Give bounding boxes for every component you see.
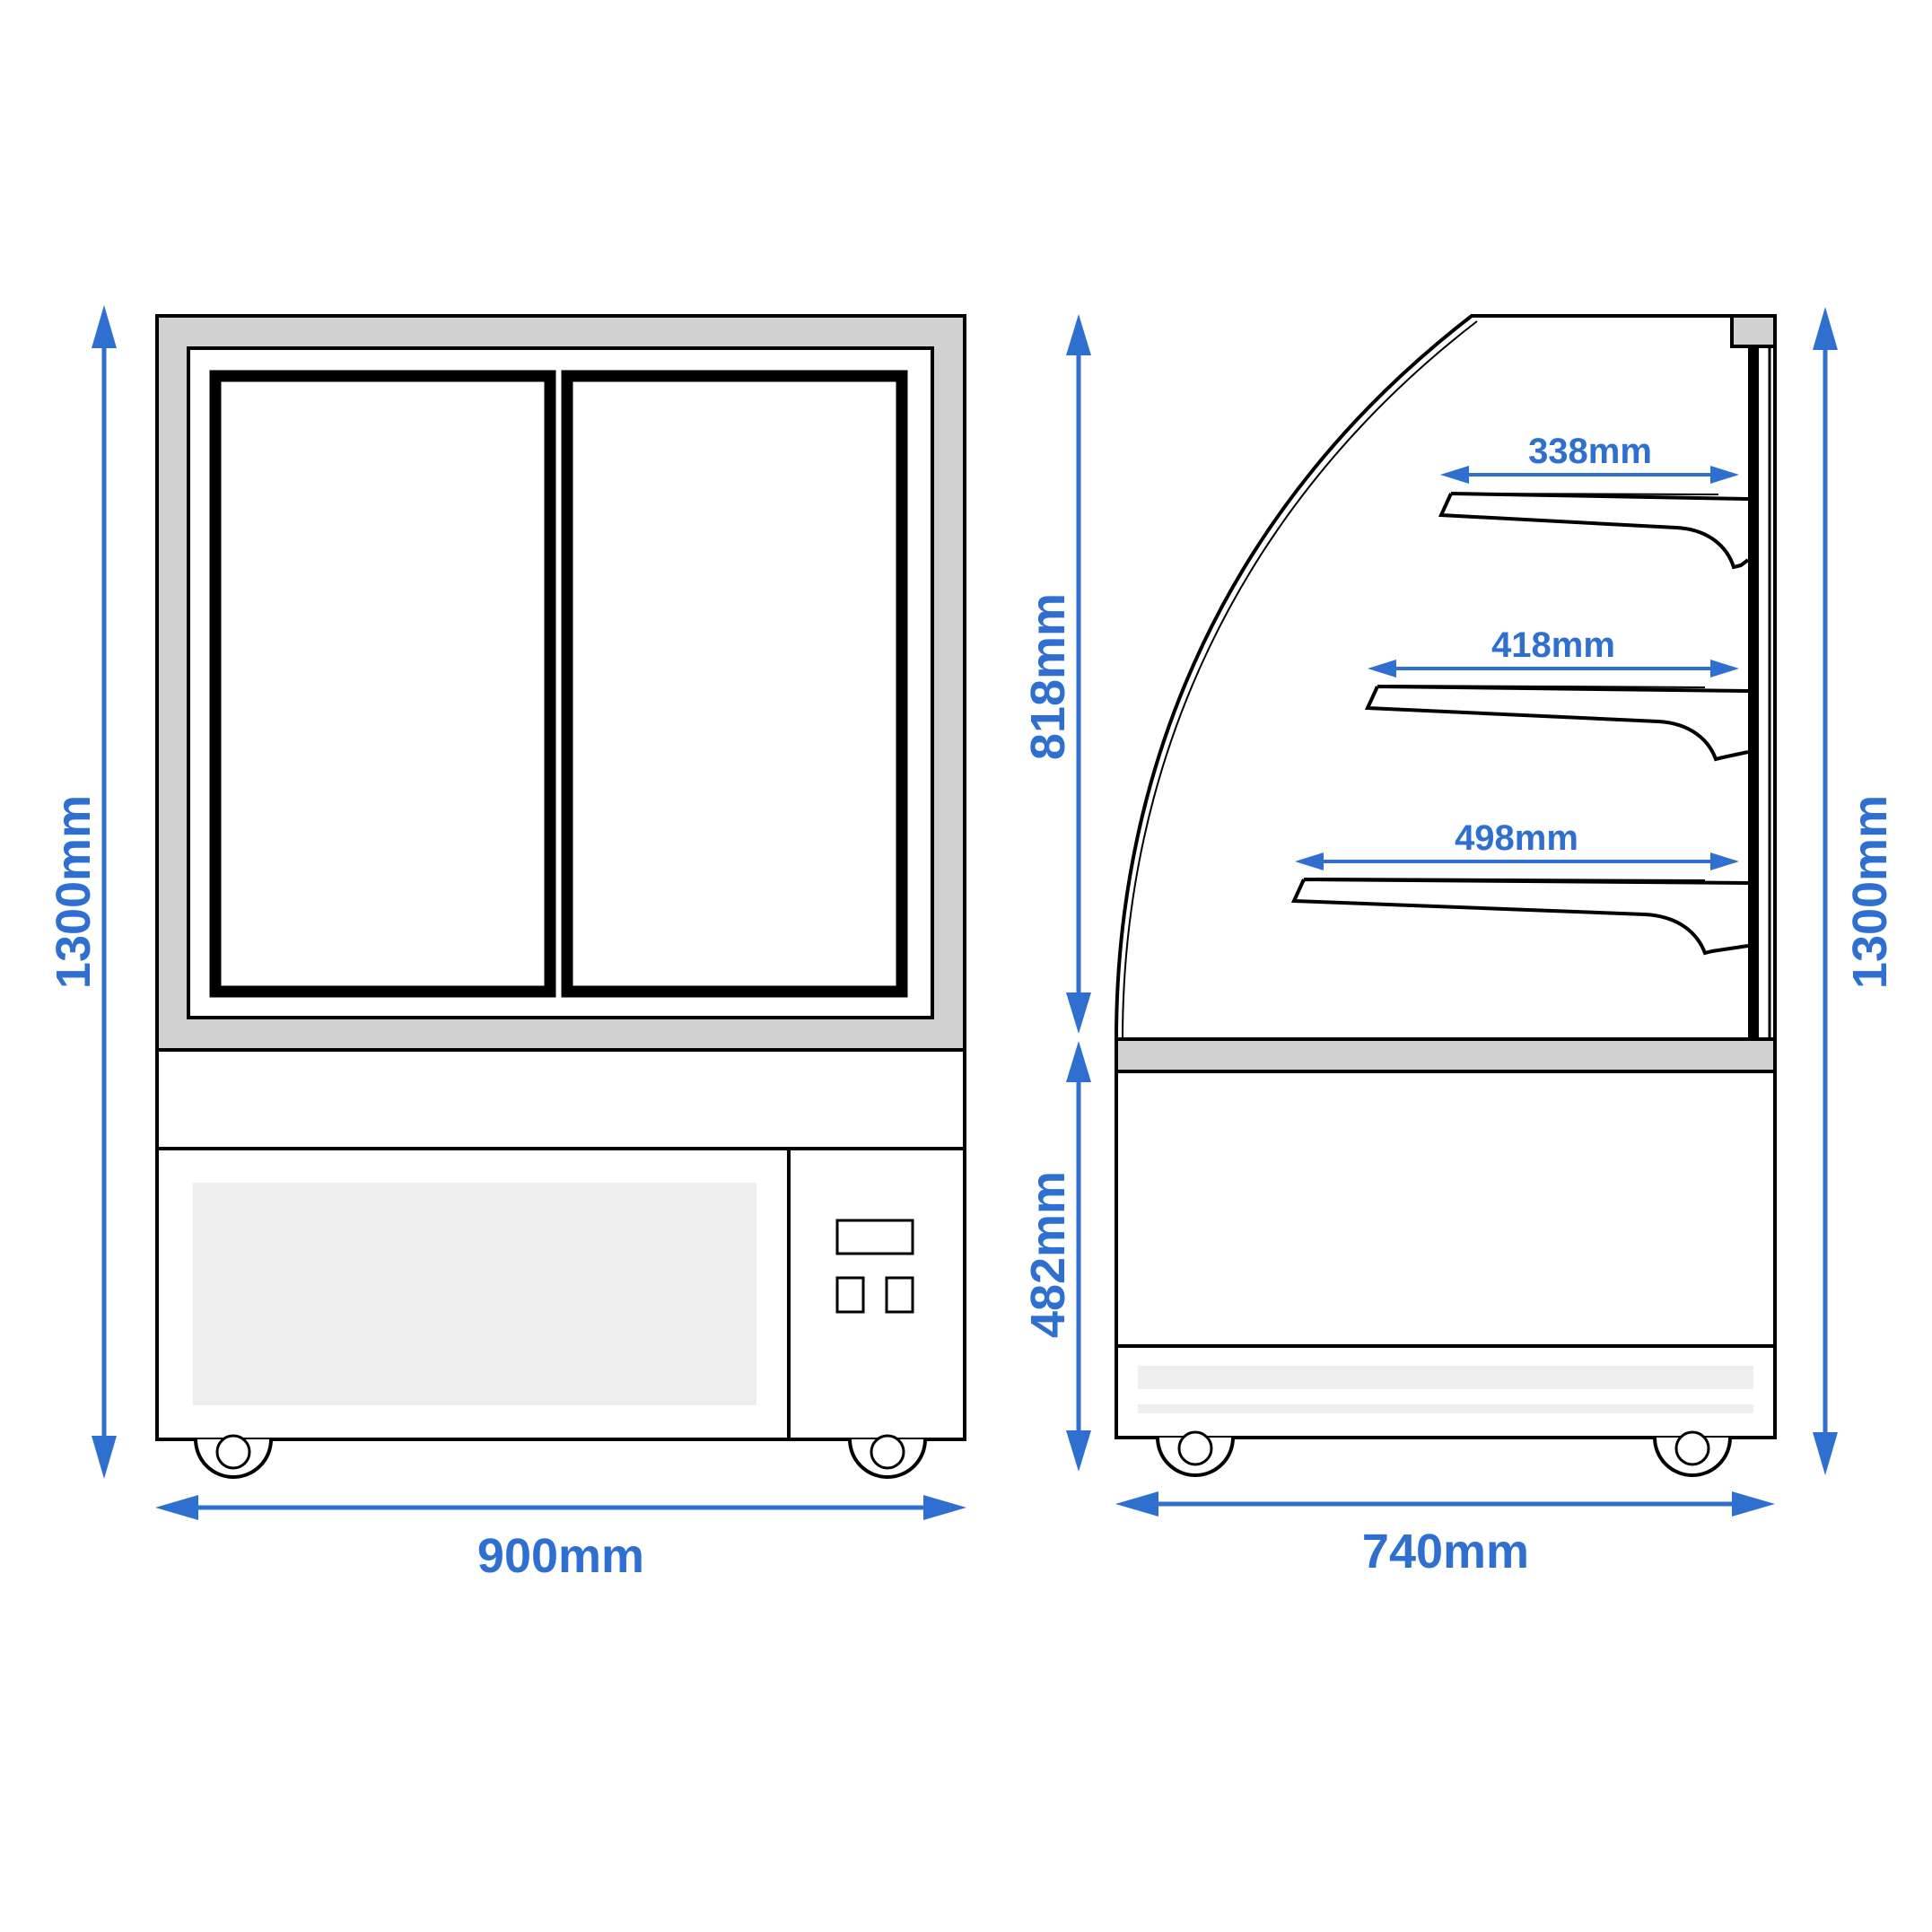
dimension-lines	[92, 305, 1838, 1520]
front-base-band	[155, 1048, 966, 1150]
front-view	[155, 314, 966, 1479]
side-upper-height-dimension	[1066, 314, 1091, 1034]
side-view	[1115, 314, 1777, 1477]
front-height-label: 1300mm	[47, 795, 101, 989]
controller-button-right	[885, 1276, 914, 1314]
front-width-label: 900mm	[477, 1529, 644, 1583]
side-upper-height-label: 818mm	[1021, 593, 1075, 760]
shelf-bottom-label: 498mm	[1455, 818, 1578, 858]
shelf-top-label: 338mm	[1528, 432, 1652, 471]
dimension-labels: 1300mm 900mm 818mm 482mm 1300mm 740mm 33…	[47, 432, 1897, 1583]
front-height-dimension	[92, 305, 117, 1479]
side-vent-strip-top	[1138, 1366, 1753, 1389]
side-counter-top	[1115, 1037, 1777, 1073]
front-control-box	[787, 1147, 966, 1441]
side-curved-glass	[1115, 314, 1777, 1040]
controller-button-left	[835, 1276, 865, 1314]
shelf-bottom-dimension	[1295, 852, 1739, 870]
shelf-middle-dimension	[1368, 660, 1739, 678]
side-lower-height-label: 482mm	[1021, 1171, 1075, 1338]
side-rear-post	[1748, 346, 1759, 1039]
side-depth-dimension	[1115, 1491, 1775, 1517]
side-top-cap	[1730, 314, 1777, 348]
side-depth-label: 740mm	[1362, 1525, 1529, 1578]
front-width-dimension	[155, 1495, 966, 1520]
side-shelf-bottom	[1290, 878, 1749, 956]
controller-display	[835, 1219, 914, 1255]
side-shelf-middle	[1364, 685, 1749, 762]
shelf-top-dimension	[1440, 466, 1739, 484]
side-curved-glass-inner	[1122, 320, 1478, 1040]
front-left-sliding-door	[209, 370, 556, 998]
side-caster-left	[1156, 1430, 1235, 1477]
side-vent-strip-bottom	[1138, 1404, 1753, 1413]
front-caster-left	[194, 1434, 273, 1479]
side-lower-height-dimension	[1066, 1041, 1091, 1472]
side-total-height-dimension	[1813, 307, 1838, 1475]
side-shelf-top	[1438, 492, 1750, 570]
front-caster-right	[848, 1434, 927, 1479]
side-total-height-label: 1300mm	[1843, 795, 1897, 989]
shelf-middle-label: 418mm	[1491, 625, 1615, 665]
front-right-sliding-door	[561, 370, 908, 998]
side-caster-right	[1653, 1430, 1732, 1477]
front-vent-panel	[193, 1183, 756, 1405]
